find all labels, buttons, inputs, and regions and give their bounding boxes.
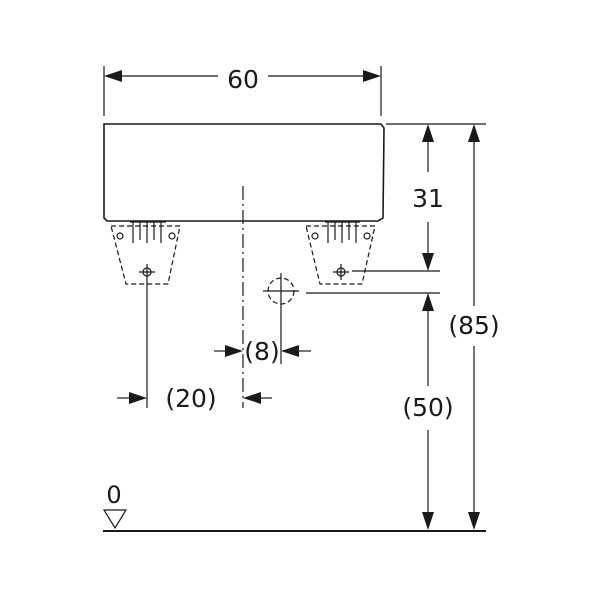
extension-lines [306, 123, 486, 294]
level-marker-icon [102, 509, 128, 530]
outlet-height-label: (50) [402, 393, 453, 422]
bracket-offset-dimension: (20) [117, 280, 272, 413]
floor-level: 0 [102, 481, 486, 532]
width-dimension: 60 [103, 65, 382, 116]
overall-height-dimension: (85) [448, 124, 500, 530]
basin-body [103, 123, 385, 222]
outlet-height-dimension: (50) [402, 293, 454, 530]
outlet-offset-label: (8) [244, 337, 279, 366]
left-wall-bracket [110, 221, 181, 285]
bracket-offset-label: (20) [165, 384, 216, 413]
bowl-height-dimension: 31 [412, 124, 444, 271]
outlet-offset-dimension: (8) [214, 309, 311, 366]
bowl-height-label: 31 [412, 184, 444, 213]
overall-height-label: (85) [448, 311, 499, 340]
waste-outlet-symbol [263, 273, 299, 309]
width-dimension-label: 60 [227, 65, 259, 94]
right-wall-bracket [305, 221, 376, 285]
floor-level-label: 0 [106, 481, 121, 509]
